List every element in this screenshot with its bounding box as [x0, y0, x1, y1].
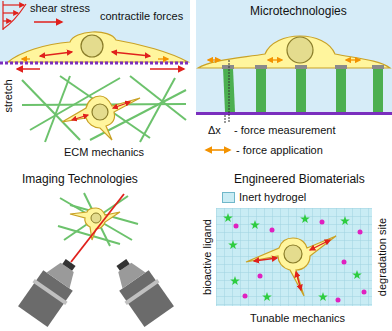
- legend-text: - force measurement: [234, 124, 335, 137]
- panel-caption: Tunable mechanics: [250, 312, 345, 325]
- force-label: shear stress: [30, 2, 90, 15]
- legend-swatch: [222, 192, 235, 203]
- force-label: contractile forces: [100, 10, 183, 23]
- panel-title: Imaging Technologies: [22, 172, 138, 186]
- component-label: bioactive ligand: [201, 219, 214, 295]
- panel-caption: ECM mechanics: [62, 146, 146, 159]
- legend-text: Inert hydrogel: [239, 191, 306, 204]
- symbol-label: Δx: [208, 124, 221, 137]
- component-label: degradation site: [376, 218, 389, 296]
- panel-title: Microtechnologies: [250, 4, 347, 18]
- force-label: stretch: [2, 79, 15, 112]
- legend-text: - force application: [236, 144, 323, 157]
- panel-title: Engineered Biomaterials: [234, 172, 365, 186]
